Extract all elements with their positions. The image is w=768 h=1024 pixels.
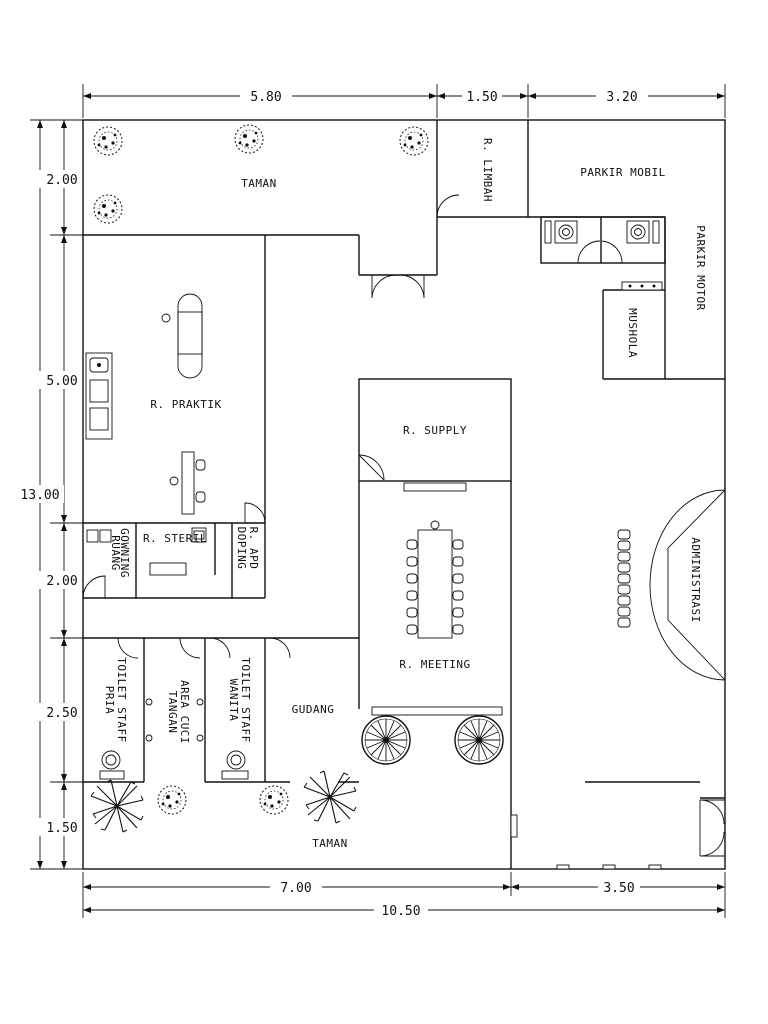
dim-top-2: 1.50: [466, 90, 497, 105]
label-r-apd: R. APD: [247, 527, 260, 570]
dimension-lines: [30, 84, 726, 918]
dim-left-total: 13.00: [20, 488, 59, 503]
label-tangan: TANGAN: [166, 691, 179, 734]
meeting-chair: [406, 624, 418, 635]
label-toilet-staff-pria-1: TOILET STAFF: [115, 657, 128, 742]
label-r-steril: R. STERIL: [143, 532, 207, 545]
label-mushola: MUSHOLA: [626, 308, 639, 358]
meeting-chair: [452, 607, 464, 618]
dim-left-1: 2.00: [46, 173, 77, 188]
admin-chair: [617, 529, 631, 540]
dim-left-5: 1.50: [46, 821, 77, 836]
dim-bottom-1: 7.00: [280, 881, 311, 896]
dimension-ticks: [37, 93, 725, 913]
label-administrasi: ADMINISTRASI: [689, 537, 702, 622]
meeting-chair: [406, 607, 418, 618]
meeting-chair: [452, 573, 464, 584]
label-taman-bottom: TAMAN: [312, 837, 348, 850]
meeting-chair: [452, 539, 464, 550]
admin-chair: [617, 573, 631, 584]
label-gudang: GUDANG: [292, 703, 335, 716]
admin-chair: [617, 551, 631, 562]
meeting-chair: [406, 539, 418, 550]
label-r-limbah: R. LIMBAH: [481, 138, 494, 202]
label-toilet-staff-wanita-2: WANITA: [227, 679, 240, 722]
label-toilet-staff-wanita-1: TOILET STAFF: [239, 657, 252, 742]
admin-chair: [617, 606, 631, 617]
label-doping: DOPING: [235, 527, 248, 570]
dim-left-2: 5.00: [46, 374, 77, 389]
dim-bottom-total: 10.50: [381, 904, 420, 919]
admin-chair: [617, 617, 631, 628]
meeting-chair: [406, 590, 418, 601]
meeting-chairs-right: [452, 539, 464, 635]
dim-bottom-2: 3.50: [603, 881, 634, 896]
dim-left-4: 2.50: [46, 706, 77, 721]
label-ruang: RUANG: [109, 535, 122, 571]
label-r-praktik: R. PRAKTIK: [150, 398, 221, 411]
dim-top-1: 5.80: [250, 90, 281, 105]
doors: [82, 194, 726, 857]
meeting-chair: [406, 573, 418, 584]
meeting-chair: [452, 624, 464, 635]
label-toilet-staff-pria-2: PRIA: [103, 686, 116, 715]
label-taman-top: TAMAN: [241, 177, 277, 190]
room-labels: TAMAN R. LIMBAH PARKIR MOBIL PARKIR MOTO…: [103, 138, 707, 850]
admin-chairs: [617, 529, 631, 628]
dimension-label-backgrounds: [18, 88, 648, 918]
plants: [90, 124, 504, 833]
label-area-cuci: AREA CUCI: [178, 680, 191, 744]
label-r-supply: R. SUPPLY: [403, 424, 467, 437]
dim-left-3: 2.00: [46, 574, 77, 589]
dim-top-3: 3.20: [606, 90, 637, 105]
label-gowning: GOWNING: [118, 528, 131, 578]
label-parkir-mobil: PARKIR MOBIL: [580, 166, 665, 179]
admin-chair: [617, 584, 631, 595]
meeting-chair: [452, 590, 464, 601]
walls: [82, 119, 726, 870]
admin-chair: [617, 540, 631, 551]
label-r-meeting: R. MEETING: [399, 658, 470, 671]
meeting-chairs-left: [406, 539, 418, 635]
meeting-chair: [452, 556, 464, 567]
label-parkir-motor: PARKIR MOTOR: [694, 225, 707, 310]
admin-chair: [617, 562, 631, 573]
meeting-chair: [406, 556, 418, 567]
admin-chair: [617, 595, 631, 606]
furniture: [85, 220, 663, 870]
